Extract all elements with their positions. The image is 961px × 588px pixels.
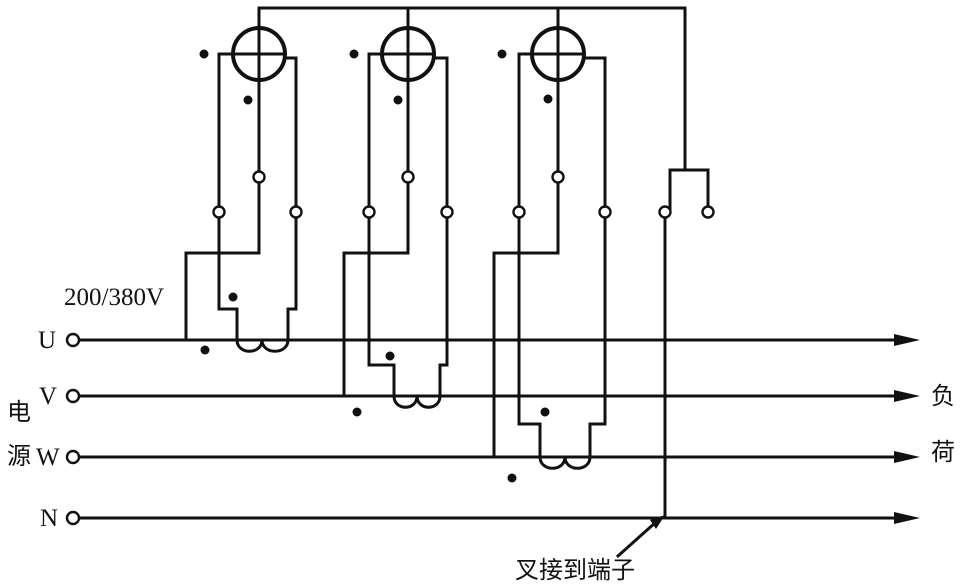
neutral-terminal-1 — [658, 205, 672, 219]
polarity-dot — [393, 95, 403, 105]
top-bus — [257, 6, 687, 172]
neutral-terminal-block — [658, 168, 715, 520]
voltage-bus — [257, 6, 687, 172]
polarity-dot — [540, 407, 550, 417]
meter-1-voltage-lead — [184, 175, 261, 342]
source-terminals — [65, 332, 81, 526]
leader-arrow-icon — [650, 515, 665, 529]
meter-2-voltage-lead — [342, 175, 410, 398]
source-label-char2: 源 — [7, 442, 31, 470]
supply-lines — [77, 334, 920, 524]
meter-1 — [184, 26, 303, 355]
load-label-char1: 负 — [931, 382, 955, 410]
polarity-dot — [228, 292, 238, 302]
meter-2-terminal-3 — [440, 205, 454, 219]
neutral-terminal-2 — [701, 205, 715, 219]
polarity-dot — [497, 49, 507, 59]
phase-label-u: U — [38, 327, 57, 354]
source-terminal-w — [65, 449, 81, 465]
meter-2 — [342, 26, 454, 417]
voltage-label: 200/380V — [64, 284, 164, 311]
meter-3-terminal-3 — [598, 205, 612, 219]
meter-3-terminal-2 — [551, 170, 565, 184]
arrow-w-icon — [894, 451, 920, 463]
meter-3 — [492, 26, 612, 483]
source-terminal-u — [65, 332, 81, 348]
meter-2-terminal-2 — [401, 170, 415, 184]
meter-2-terminal-1 — [362, 205, 376, 219]
arrow-n-icon — [894, 512, 920, 524]
phase-label-w: W — [36, 444, 60, 471]
terminal-label: 叉接到端子 — [515, 556, 635, 584]
polarity-dot — [243, 95, 253, 105]
meter-3-voltage-lead — [492, 175, 560, 459]
source-terminal-n — [65, 510, 81, 526]
arrow-v-icon — [894, 390, 920, 402]
source-terminal-v — [65, 388, 81, 404]
polarity-dot — [349, 49, 359, 59]
meter-1-ct-coil — [235, 338, 290, 353]
polarity-dot — [200, 345, 210, 355]
polarity-dot — [507, 473, 517, 483]
meter-2-ct-coil — [392, 394, 442, 409]
polarity-dot — [543, 94, 553, 104]
polarity-dot — [385, 351, 395, 361]
polarity-dot — [352, 407, 362, 417]
source-label-char1: 电 — [7, 398, 31, 426]
load-label-char2: 荷 — [931, 438, 955, 466]
fork-terminal-leader — [615, 515, 665, 559]
meter-3-ct-coil — [538, 455, 592, 470]
polarity-dot — [199, 49, 209, 59]
meter-1-terminal-1 — [212, 205, 226, 219]
arrow-u-icon — [894, 334, 920, 346]
phase-label-v: V — [39, 383, 58, 410]
phase-label-n: N — [40, 505, 59, 532]
meter-1-terminal-2 — [252, 170, 266, 184]
meter-3-terminal-1 — [512, 205, 526, 219]
meter-1-terminal-3 — [289, 205, 303, 219]
